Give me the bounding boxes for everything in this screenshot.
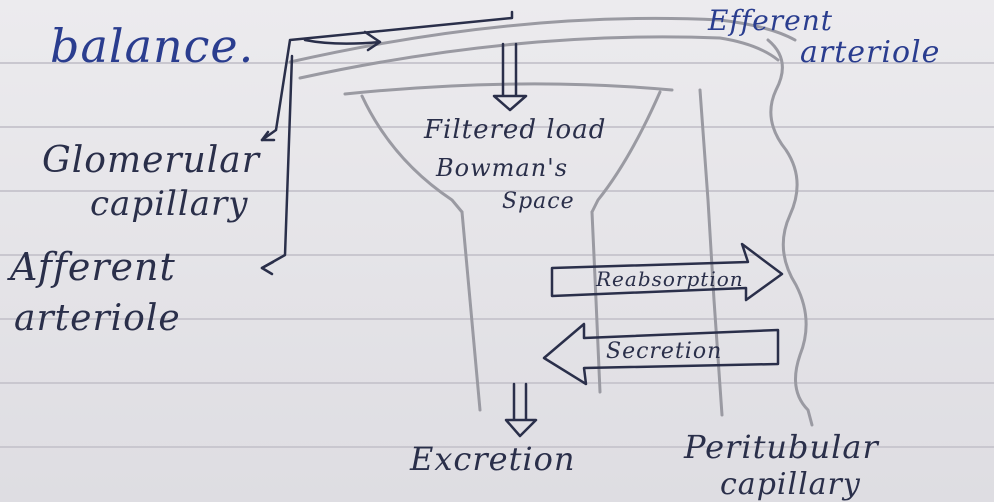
glomerular-pointer-head bbox=[260, 130, 276, 142]
arterial-arc-outer bbox=[288, 16, 797, 64]
afferent-pointer-line bbox=[303, 30, 382, 52]
balance-label: balance. bbox=[50, 19, 254, 73]
peritubular-label-line2: capillary bbox=[720, 467, 861, 502]
filtered-load-label: Filtered load bbox=[423, 115, 606, 145]
afferent-label-line1: Afferent bbox=[7, 245, 176, 289]
peritubular-wall-left bbox=[698, 88, 724, 417]
reabsorption-arrow bbox=[550, 242, 784, 302]
secretion-arrow bbox=[542, 322, 780, 386]
space-label: Space bbox=[502, 189, 575, 214]
tubule-right-wall bbox=[590, 210, 602, 394]
excretion-label: Excretion bbox=[409, 440, 576, 478]
glomerular-label-line1: Glomerular bbox=[42, 140, 261, 181]
afferent-vertical bbox=[260, 54, 294, 270]
arterial-arc-inner bbox=[298, 35, 780, 80]
reabsorption-label: Reabsorption bbox=[595, 267, 744, 291]
secretion-label: Secretion bbox=[606, 339, 722, 364]
bowmans-label: Bowman's bbox=[435, 154, 568, 182]
peritubular-wall-right bbox=[766, 38, 814, 427]
afferent-label-line2: arteriole bbox=[14, 298, 181, 339]
glomerular-pointer-line bbox=[260, 10, 514, 142]
excretion-arrow bbox=[504, 382, 538, 438]
afferent-pointer-head bbox=[260, 260, 275, 276]
efferent-label-line1: Efferent bbox=[707, 4, 833, 37]
capsule-left-wall bbox=[360, 94, 464, 214]
efferent-label-line2: arteriole bbox=[800, 35, 940, 70]
filtration-arrow bbox=[492, 42, 528, 112]
glomerular-label-line2: capillary bbox=[90, 184, 248, 224]
tubule-left-wall bbox=[460, 210, 482, 412]
peritubular-label-line1: Peritubular bbox=[683, 428, 879, 466]
capsule-right-wall bbox=[590, 90, 662, 214]
capsule-rim bbox=[343, 82, 674, 96]
